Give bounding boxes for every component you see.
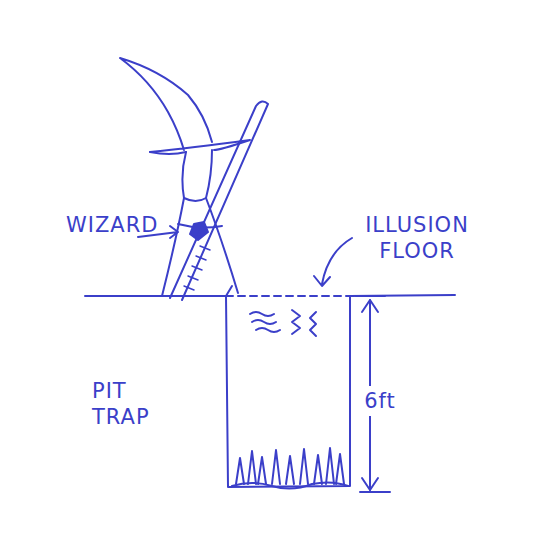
label-text: 6ft: [360, 386, 400, 416]
label-text: WIZARD: [66, 212, 176, 238]
wizard-body: [184, 198, 206, 201]
wizard-staff: [170, 101, 268, 300]
pit-walls: [226, 296, 350, 487]
wizard-body: [206, 150, 238, 293]
illusion-floor: [226, 295, 350, 297]
wizard-hat: [150, 152, 186, 154]
wizard-hat: [120, 58, 250, 152]
staff-grip: [184, 246, 210, 290]
ground-line: [85, 295, 226, 297]
spikes: [236, 448, 344, 484]
leader-arrow: [314, 238, 352, 286]
pit-floor-scribble: [232, 482, 348, 488]
label-text: PIT TRAP: [92, 378, 172, 431]
wizard-foot: [226, 286, 232, 296]
label-text: ILLUSION FLOOR: [352, 212, 482, 265]
shimmer-marks: [292, 310, 316, 336]
wizard-body: [162, 152, 186, 296]
shimmer-marks: [250, 312, 280, 332]
